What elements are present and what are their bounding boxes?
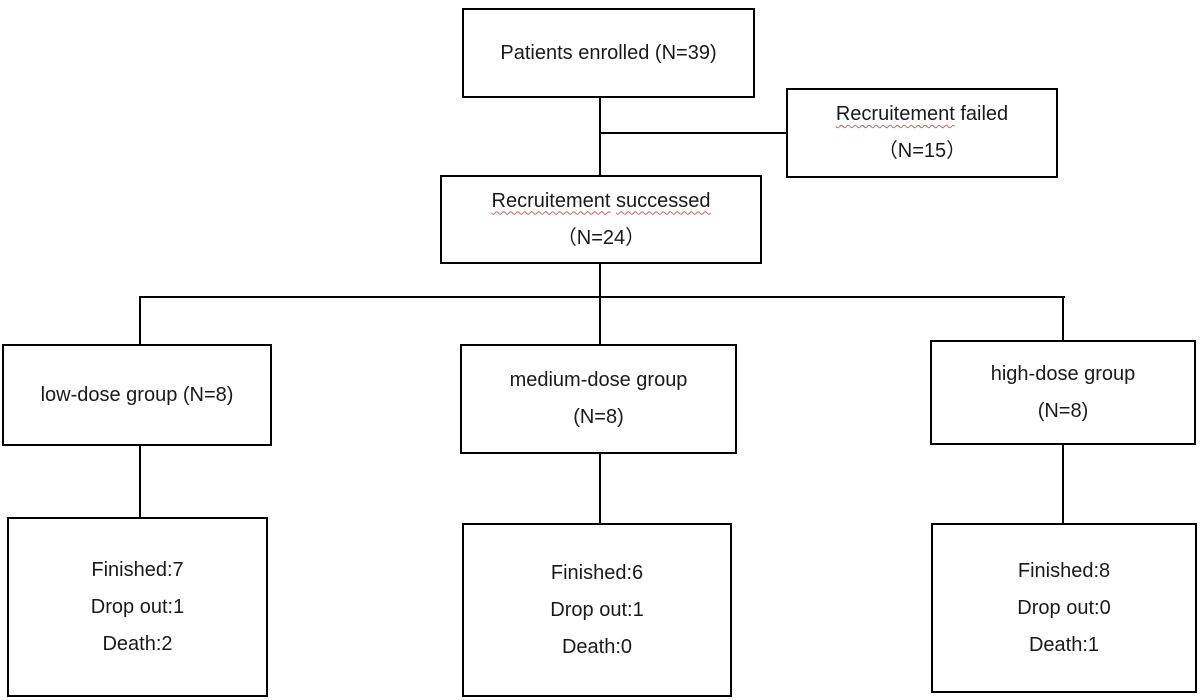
outcome-medium-death: Death:0 (561, 635, 633, 658)
connector-branch-to-failed (600, 132, 787, 134)
group-high-label-line1: high-dose group (990, 362, 1136, 385)
outcome-high-death: Death:1 (1028, 633, 1100, 656)
outcome-high-finished: Finished:8 (1017, 559, 1111, 582)
recruitment-failed-rest: failed (954, 103, 1009, 125)
recruitment-successed-word1: Recruitement (491, 189, 611, 212)
connector-branch-to-medium (599, 296, 601, 345)
connector-medium-to-outcome (599, 453, 601, 524)
patients-enrolled-label: Patients enrolled (N=39) (500, 41, 717, 64)
group-medium-label-line1: medium-dose group (509, 369, 688, 391)
connector-successed-down (599, 263, 601, 298)
outcome-medium-dropout: Drop out:1 (550, 598, 644, 621)
recruitment-successed-word2: successed (616, 189, 711, 212)
group-low-label: low-dose group (N=8) (40, 383, 234, 406)
recruitment-failed-label: Recruitement failed (836, 96, 1008, 133)
box-outcome-medium: Finished:6 Drop out:1 Death:0 (462, 523, 732, 697)
connector-branch-to-high (1062, 296, 1064, 341)
connector-group-branch-horizontal (140, 296, 1065, 298)
outcome-low-finished: Finished:7 (91, 558, 184, 581)
outcome-high-dropout: Drop out:0 (1017, 596, 1111, 619)
recruitment-successed-label: Recruitement successed (492, 183, 711, 220)
outcome-medium-finished: Finished:6 (550, 561, 644, 584)
connector-enrolled-to-successed (599, 97, 601, 176)
group-medium-label-line2: (N=8) (573, 406, 624, 428)
box-group-high: high-dose group (N=8) (930, 340, 1196, 445)
outcome-low-death: Death:2 (102, 632, 173, 655)
box-recruitment-failed: Recruitement failed （N=15） (786, 88, 1058, 178)
box-outcome-low: Finished:7 Drop out:1 Death:2 (7, 517, 268, 697)
box-outcome-high: Finished:8 Drop out:0 Death:1 (931, 523, 1197, 693)
recruitment-failed-count: （N=15） (877, 140, 967, 162)
connector-low-to-outcome (139, 445, 141, 518)
box-recruitment-successed: Recruitement successed （N=24） (440, 175, 762, 264)
recruitment-successed-count: （N=24） (556, 226, 646, 249)
connector-high-to-outcome (1062, 444, 1064, 524)
group-high-label-line2: (N=8) (1037, 399, 1089, 422)
outcome-low-dropout: Drop out:1 (90, 595, 185, 618)
box-group-medium: medium-dose group (N=8) (460, 344, 737, 454)
box-patients-enrolled: Patients enrolled (N=39) (462, 8, 755, 98)
box-group-low: low-dose group (N=8) (2, 344, 272, 446)
recruitment-failed-misspelled-word: Recruitement (835, 103, 955, 125)
connector-branch-to-low (139, 296, 141, 345)
